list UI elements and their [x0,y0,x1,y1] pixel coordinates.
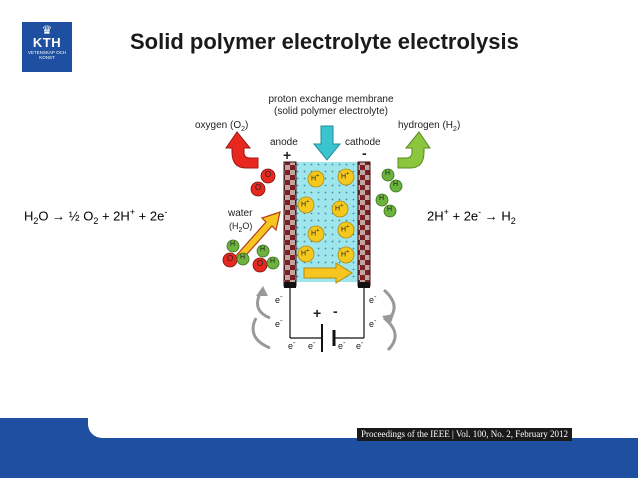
cathode-equation: 2H+ + 2e- → H2 [427,207,516,226]
water-label: water [228,208,253,219]
logo-text: KTH [32,35,62,50]
crown-icon: ♛ [41,23,53,37]
logo-motto: VETENSKAP OCH KONST [27,50,67,60]
anode-label: anode [270,137,298,148]
kth-logo: ♛ KTH VETENSKAP OCH KONST [22,22,72,72]
anode-sign: + [283,147,292,163]
slide-title: Solid polymer electrolyte electrolysis [130,29,519,54]
battery-plus: + [313,305,322,321]
membrane-arrow [312,125,342,161]
oxygen-arrow [225,131,259,169]
battery-minus: - [333,303,338,319]
anode-electrode [283,161,297,287]
proton-flow-arrow [303,262,353,284]
hydrogen-atoms [226,168,403,270]
cathode-electrode [357,161,371,287]
cathode-sign: - [362,145,367,161]
anode-equation: H2O → ½ O2 + 2H+ + 2e- [24,207,168,226]
oxygen-label: oxygen (O2) [195,120,249,133]
hydrogen-label: hydrogen (H2) [398,120,461,133]
water-formula: (H2O) [229,221,253,234]
external-circuit [289,288,365,339]
membrane-label: proton exchange membrane (solid polymer … [268,94,394,117]
oxygen-atoms [222,168,276,273]
citation: Proceedings of the IEEE | Vol. 100, No. … [357,428,572,441]
cathode-label: cathode [345,137,381,148]
hydrogen-arrow [397,131,431,169]
protons [297,168,355,264]
